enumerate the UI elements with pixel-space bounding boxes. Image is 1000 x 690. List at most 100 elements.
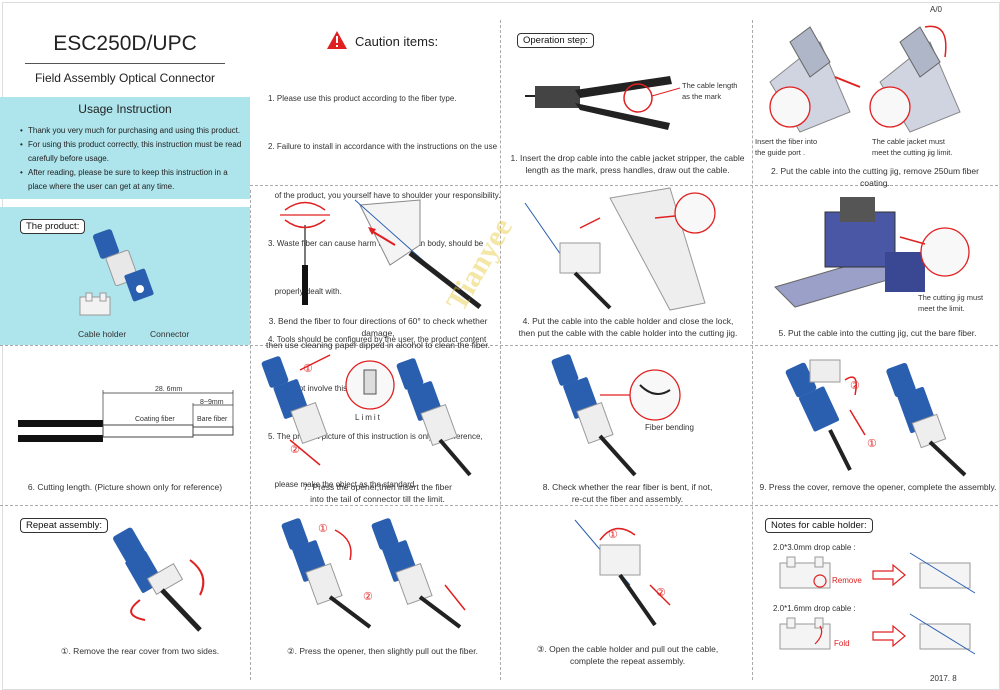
caution-list: 1. Please use this product according to … (268, 57, 501, 510)
step8-illustration (551, 354, 681, 477)
version-code: A/0 (930, 5, 943, 14)
step7-illustration (261, 354, 472, 477)
note-line: The cable jacket must (872, 137, 945, 146)
bare-length: 8~9mm (200, 399, 224, 406)
caption-line: 4. Put the cable into the cable holder a… (522, 316, 734, 326)
bare-label: Bare fiber (197, 416, 228, 423)
cable-holder-fold-illustration (779, 613, 976, 655)
usage-item: After reading, please be sure to keep th… (20, 166, 242, 194)
caption-line: complete the repeat assembly. (569, 656, 686, 666)
step1-note: The cable length as the mark (682, 80, 737, 102)
notes-label: Notes for cable holder: (765, 518, 873, 533)
repeat-step1-illustration (113, 527, 205, 632)
mark-two: ② (363, 591, 373, 603)
note-line: the guide port . (755, 148, 806, 157)
mark-one: ① (318, 523, 328, 535)
repeat-step2-caption: ②. Press the opener, then slightly pull … (287, 646, 478, 656)
caution-item: 1. Please use this product according to … (268, 94, 457, 103)
product-label: The product: (20, 219, 86, 234)
part-label: Cable holder (78, 329, 127, 339)
fiber-bending-label: Fiber bending (645, 423, 694, 432)
step5-note: The cutting jig must meet the limit. (918, 292, 983, 314)
product-subtitle: Field Assembly Optical Connector (34, 71, 216, 85)
cutting-length-diagram (18, 390, 234, 442)
caution-title: Caution items: (355, 34, 439, 49)
caution-item-red: please make the object as the standard. (268, 480, 417, 490)
step4-caption: 4. Put the cable into the cable holder a… (508, 315, 748, 339)
note-line: as the mark (682, 92, 722, 101)
step7-caption: 7. Press the opener,then insert the fibe… (260, 481, 495, 505)
repeat-step2-illustration (281, 518, 466, 629)
step9-illustration (785, 359, 967, 477)
mark-two: ② (850, 380, 860, 392)
caption-line: 3. Bend the fiber to four directions of … (268, 316, 488, 338)
usage-item: For using this product correctly, this i… (20, 138, 242, 166)
caption-line: 7. Press the opener,then insert the fibe… (303, 482, 452, 492)
connector-illustration (79, 229, 154, 316)
caption-line: then put the cable with the cable holder… (518, 328, 738, 338)
remove-action: Remove (832, 576, 862, 585)
step5-illustration (774, 197, 970, 308)
step5-caption: 5. Put the cable into the cutting jig, c… (778, 328, 977, 338)
repeat-step3-illustration (574, 519, 671, 627)
usage-list: Thank you very much for purchasing and u… (20, 124, 242, 194)
repeat-label: Repeat assembly: (20, 518, 109, 533)
divider (250, 185, 998, 186)
note-line: The cutting jig must (918, 293, 984, 302)
caption-line: re-cut the fiber and assembly. (571, 494, 684, 504)
cable-holder-remove-illustration (779, 552, 976, 594)
mark-one: ① (303, 363, 313, 375)
repeat-step1-caption: ①. Remove the rear cover from two sides. (60, 646, 220, 656)
divider (500, 20, 501, 680)
step2-note: The cable jacket must meet the cutting j… (872, 136, 952, 158)
total-length: 28. 6mm (155, 386, 183, 393)
divider (752, 20, 753, 680)
step3-illustration (280, 199, 482, 309)
step4-illustration (524, 187, 716, 311)
step1-caption: 1. Insert the drop cable into the cable … (510, 152, 745, 176)
limit-label: Limit (355, 413, 382, 422)
caution-item: 2. Failure to install in accordance with… (268, 142, 498, 152)
caption-line: length as the mark, press handles, draw … (525, 165, 730, 175)
mark-two: ② (290, 444, 300, 456)
divider (0, 345, 998, 346)
caution-item: of the product, you yourself have to sho… (268, 190, 501, 200)
print-date: 2017. 8 (930, 674, 957, 683)
mark-two: ② (656, 587, 666, 599)
step8-caption: 8. Check whether the rear fiber is bent,… (515, 481, 740, 505)
note-line: The cable length (682, 81, 738, 90)
usage-item: Thank you very much for purchasing and u… (20, 124, 242, 138)
caution-item: 4. Tools should be configured by the use… (268, 335, 487, 345)
note-line: Insert the fiber into (755, 137, 818, 146)
caption-line: 1. Insert the drop cable into the cable … (510, 153, 745, 163)
step2-caption: 2. Put the cable into the cutting jig, r… (771, 166, 979, 188)
caption-line: ③. Open the cable holder and pull out th… (536, 644, 719, 654)
note-line: meet the limit. (918, 304, 965, 313)
divider (0, 505, 998, 506)
warning-icon (327, 31, 347, 49)
model-title: ESC250D/UPC (53, 32, 197, 55)
note-line: meet the cutting jig limit. (872, 148, 953, 157)
step2-illustration (769, 25, 961, 133)
mark-one: ① (608, 529, 618, 541)
step2-note: Insert the fiber into the guide port . (755, 136, 817, 158)
step6-caption: 6. Cutting length. (Picture shown only f… (27, 482, 223, 492)
step3-caption: 3. Bend the fiber to four directions of … (258, 315, 498, 351)
divider (250, 190, 251, 680)
usage-title: Usage Instruction (78, 102, 172, 116)
cable-type-1: 2.0*3.0mm drop cable : (773, 543, 856, 552)
stripper-illustration (525, 76, 681, 130)
fold-action: Fold (834, 639, 850, 648)
mark-one: ① (867, 438, 877, 450)
caution-item: properly dealt with. (274, 287, 342, 297)
caption-line: 8. Check whether the rear fiber is bent,… (542, 482, 713, 492)
operation-label: Operation step: (517, 33, 594, 48)
step9-caption: 9. Press the cover, remove the opener, c… (759, 482, 997, 492)
coating-label: Coating fiber (135, 416, 175, 423)
caption-line: then use cleaning paper dipped in alcoho… (266, 340, 490, 350)
cable-type-2: 2.0*1.6mm drop cable : (773, 604, 856, 613)
caption-line: into the tail of connector till the limi… (310, 494, 445, 504)
part-label: Connector (150, 329, 190, 339)
repeat-step3-caption: ③. Open the cable holder and pull out th… (515, 643, 740, 667)
title-rule (25, 63, 225, 64)
